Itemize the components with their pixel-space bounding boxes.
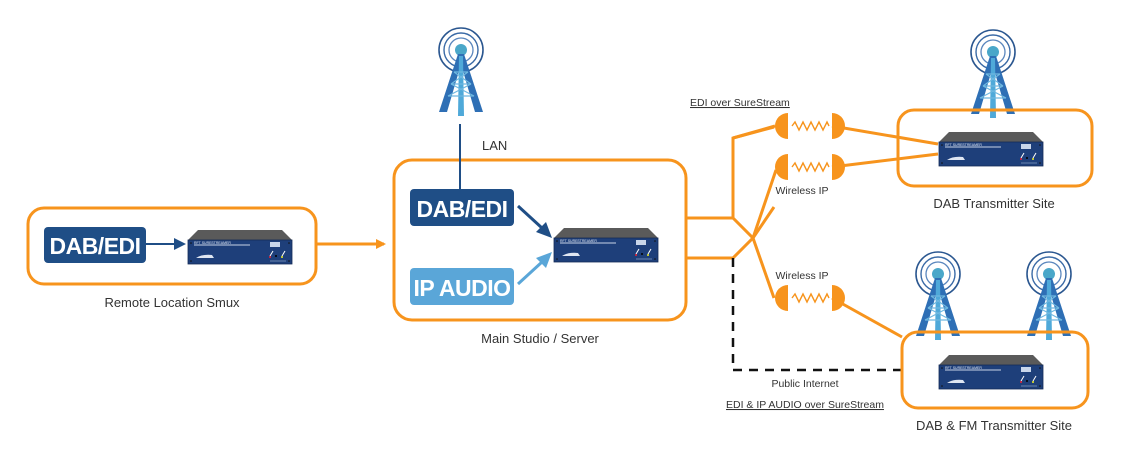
remote-site-label: Remote Location Smux [104,295,240,310]
remote-arrow-head-icon [174,238,186,250]
dab-edi-arrow-head-icon [536,222,552,238]
ip-audio-to-device-arrow [516,260,544,286]
dab-site-tower-icon [970,29,1016,119]
studio-link-upper [686,206,776,241]
remote-device-icon [187,229,293,265]
wireless-ip-bottom-label: Wireless IP [775,270,828,282]
wireless-top-bridge-out [831,152,939,169]
remote-dab-edi-badge: DAB/EDI [44,227,146,263]
dab-fm-site-label: DAB & FM Transmitter Site [916,418,1072,433]
studio-link-lower [686,235,776,299]
public-internet-link [731,258,902,372]
wireless-bottom-bridge-out [831,296,903,339]
wireless-top-bridge-in [751,169,778,239]
wireless-ip-top-label: Wireless IP [775,185,828,197]
dab-fm-site-tower-2-icon [1026,251,1072,341]
studio-ip-audio-text: IP AUDIO [414,275,511,301]
studio-device-icon [553,227,659,263]
dab-fm-site-device-icon [938,354,1044,390]
dab-site-label: DAB Transmitter Site [933,196,1054,211]
dab-site-device-icon [938,131,1044,167]
ip-audio-arrow-head-icon [536,252,552,268]
studio-ip-audio-badge: IP AUDIO [410,268,514,305]
remote-site-box [26,206,318,286]
edi-over-surestream-label: EDI over SureStream [690,97,790,109]
studio-dab-edi-badge: DAB/EDI [410,189,514,226]
lan-label: LAN [482,138,507,153]
studio-box [392,158,688,322]
edi-bridge-out [831,124,939,146]
remote-dab-edi-text: DAB/EDI [49,233,140,259]
dab-fm-site-tower-1-icon [915,251,961,341]
studio-dab-edi-text: DAB/EDI [416,196,507,222]
studio-tower-icon [438,27,484,117]
edi-ip-audio-surestream-label: EDI & IP AUDIO over SureStream [726,399,884,411]
edi-bridge-in [732,124,776,140]
dab-edi-to-device-arrow [516,204,544,230]
public-internet-label: Public Internet [771,378,838,390]
dab-site-box [896,108,1094,188]
studio-link-upper-to-edi [731,125,775,218]
dab-fm-site-box [900,330,1090,410]
studio-label: Main Studio / Server [481,331,599,346]
